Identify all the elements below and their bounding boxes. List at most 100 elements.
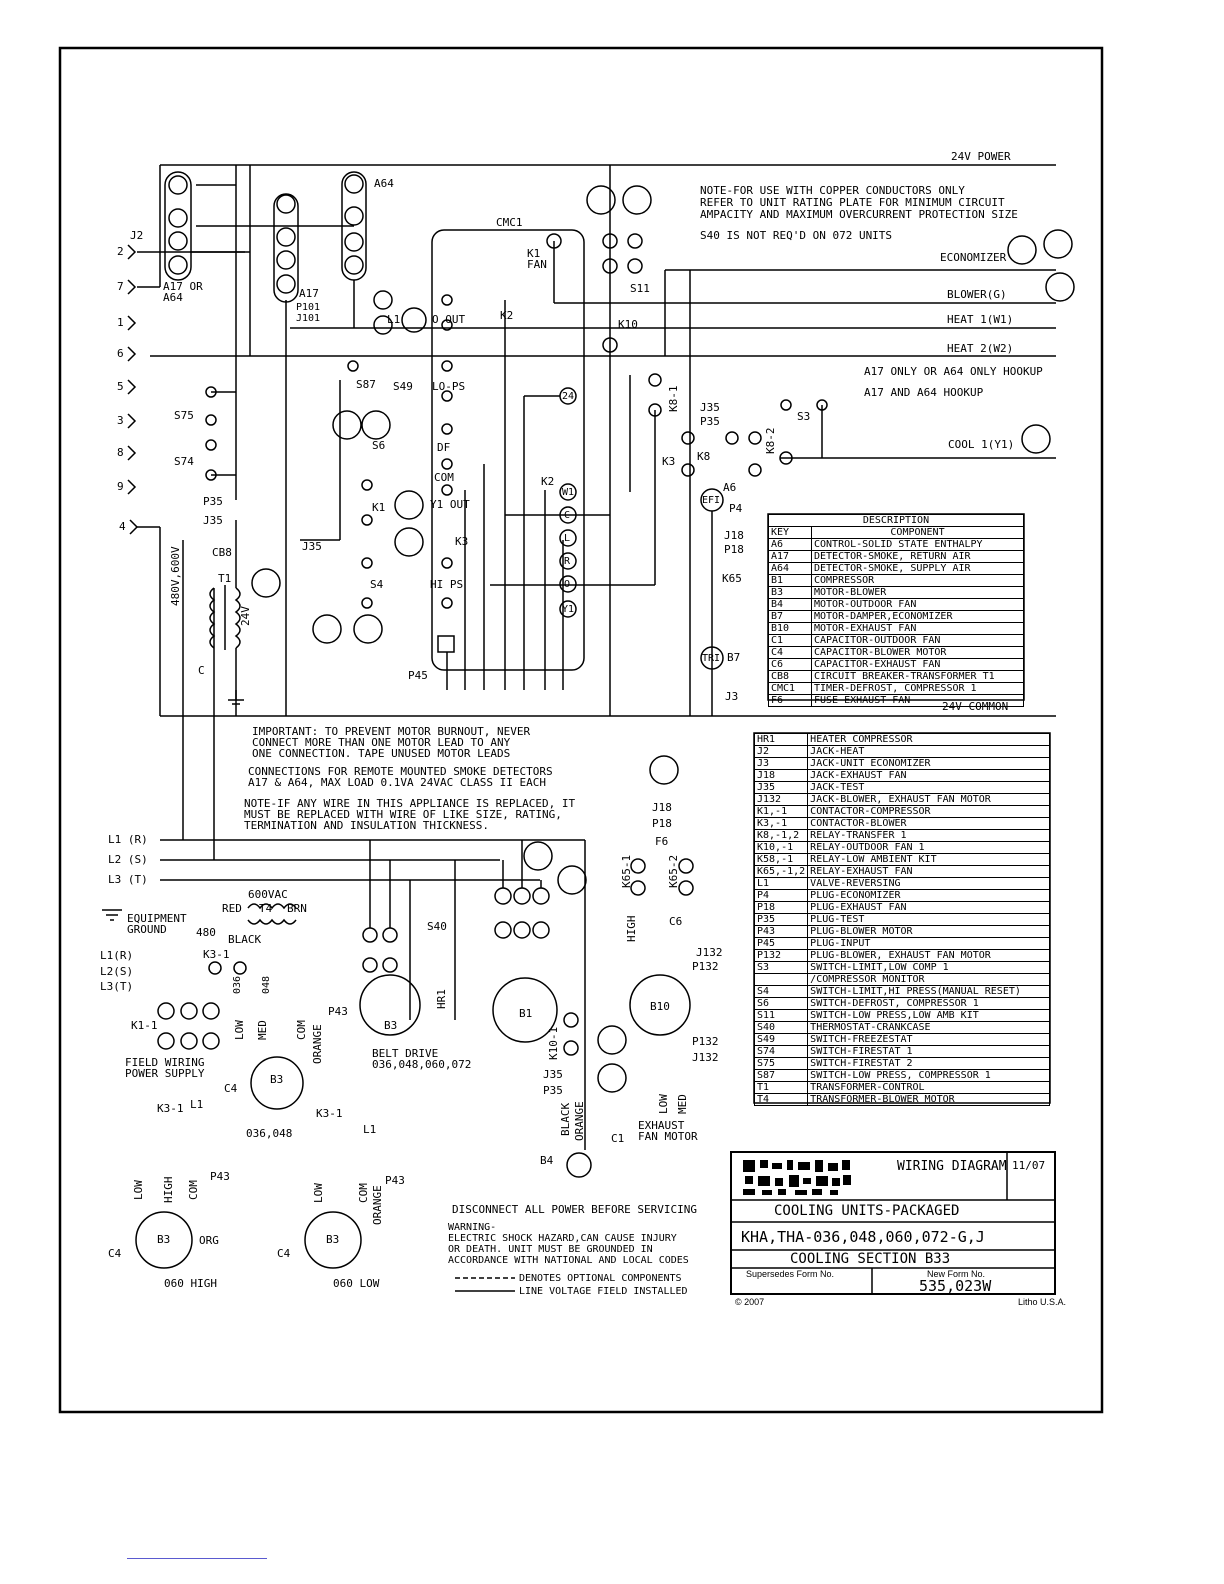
desc-component: DETECTOR-SMOKE, SUPPLY AIR: [811, 562, 1024, 575]
label-power-supply: POWER SUPPLY: [125, 1067, 205, 1080]
comp-key: K3,-1: [753, 817, 809, 830]
label-l1-br: L1: [363, 1123, 377, 1136]
comp-key: P132: [753, 949, 809, 962]
term-y1: Y1: [562, 604, 575, 615]
label-b4: B4: [540, 1154, 554, 1167]
title-new-form: New Form No.: [927, 1269, 986, 1279]
label-high-bl: HIGH: [162, 1176, 175, 1204]
label-t1: T1: [218, 572, 232, 585]
comp-component: RELAY-EXHAUST FAN: [807, 865, 1050, 878]
title-supersedes: Supersedes Form No.: [746, 1269, 835, 1279]
label-p101: P101: [296, 302, 321, 313]
motor-b1: [492, 977, 558, 1043]
comp-key: S75: [753, 1057, 809, 1070]
comp-key: K10,-1: [753, 841, 809, 854]
comp-component: CONTACTOR-BLOWER: [807, 817, 1050, 830]
label-c4-br: C4: [277, 1247, 291, 1260]
label-b3-br: B3: [326, 1233, 340, 1246]
comp-key: P4: [753, 889, 809, 902]
label-p35-right: P35: [700, 415, 720, 428]
title-date: 11/07: [1012, 1159, 1046, 1172]
comp-key: K8,-1,2: [753, 829, 809, 842]
comp-component: PLUG-TEST: [807, 913, 1050, 926]
connector-a17-left: [164, 171, 192, 281]
label-ground: GROUND: [127, 923, 167, 936]
label-belt-drive: BELT DRIVE: [372, 1047, 439, 1060]
label-j3: J3: [725, 690, 739, 703]
comp-component: PLUG-EXHAUST FAN: [807, 901, 1050, 914]
label-p4: P4: [729, 502, 743, 515]
title-wiring-diagram: WIRING DIAGRAM: [897, 1159, 1007, 1174]
label-s6: S6: [372, 439, 386, 452]
label-j132-b: J132: [692, 1051, 719, 1064]
desc-key: B4: [768, 598, 812, 611]
label-org: ORG: [199, 1234, 219, 1247]
desc-component: CONTROL-SOLID STATE ENTHALPY: [811, 538, 1024, 551]
label-480v-600v: 480V,600V: [169, 546, 182, 606]
label-c4-bl: C4: [108, 1247, 122, 1260]
note-warning-l2: ELECTRIC SHOCK HAZARD,CAN CAUSE INJURY: [448, 1233, 677, 1244]
note-warning-l1: WARNING-: [448, 1222, 497, 1233]
label-b3-top: B3: [270, 1073, 284, 1086]
comp-key: S6: [753, 997, 809, 1010]
note-wire-l1: NOTE-IF ANY WIRE IN THIS APPLIANCE IS RE…: [244, 797, 576, 810]
label-j18-e: J18: [652, 801, 672, 814]
label-036: 036: [232, 975, 243, 994]
comp-component: SWITCH-LOW PRESS,LOW AMB KIT: [807, 1009, 1050, 1022]
terminal-7: 7: [117, 280, 124, 293]
desc-key: B7: [768, 610, 812, 623]
label-lo-ps: LO-PS: [432, 380, 466, 393]
label-k65-2: K65-2: [667, 854, 680, 888]
label-k8: K8: [697, 450, 711, 463]
label-036-048: 036,048: [246, 1127, 293, 1140]
desc-key: F6: [768, 694, 812, 707]
desc-key: A6: [768, 538, 812, 551]
label-orange-br: ORANGE: [371, 1185, 384, 1225]
comp-key: HR1: [753, 733, 809, 746]
note-important-l1: IMPORTANT: TO PREVENT MOTOR BURNOUT, NEV…: [252, 725, 531, 738]
comp-key: J3: [753, 757, 809, 770]
label-tri: TRI: [702, 653, 721, 664]
motor-b3-belt: [359, 974, 421, 1036]
label-belt-models: 036,048,060,072: [372, 1058, 472, 1071]
comp-key: S40: [753, 1021, 809, 1034]
label-blower: BLOWER(G): [947, 288, 1007, 301]
comp-key: S4: [753, 985, 809, 998]
note-important-l3: ONE CONNECTION. TAPE UNUSED MOTOR LEADS: [252, 747, 511, 760]
terminal-6: 6: [117, 347, 124, 360]
label-k3-1: K3-1: [203, 948, 230, 961]
motor-b4: [566, 1152, 592, 1178]
terminal-arrows: [127, 244, 139, 535]
motor-b3-top: [250, 1056, 304, 1110]
terminal-1: 1: [117, 316, 124, 329]
comp-component: JACK-TEST: [807, 781, 1050, 794]
label-j18: J18: [724, 529, 744, 542]
label-600vac: 600VAC: [248, 888, 288, 901]
label-k10-1: K10-1: [547, 1026, 560, 1060]
label-k65: K65: [722, 572, 742, 585]
motor-b3-060-low: [304, 1211, 362, 1269]
label-l2s: L2(S): [100, 965, 134, 978]
label-l2-s: L2 (S): [108, 853, 148, 866]
desc-component: CAPACITOR-EXHAUST FAN: [811, 658, 1024, 671]
label-equipment: EQUIPMENT: [127, 912, 187, 925]
comp-key: [753, 973, 809, 986]
comp-key: P35: [753, 913, 809, 926]
label-k8-2: K8-2: [764, 427, 777, 455]
note-warning-l4: ACCORDANCE WITH NATIONAL AND LOCAL CODES: [448, 1255, 689, 1266]
desc-key: B1: [768, 574, 812, 587]
label-heat1: HEAT 1(W1): [947, 313, 1014, 326]
page-border: [58, 46, 1104, 1414]
